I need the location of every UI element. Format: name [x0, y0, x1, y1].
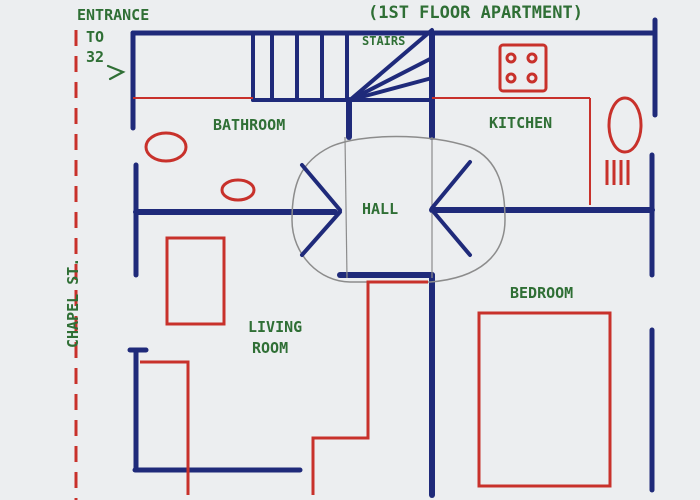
- header-label: (1ST FLOOR APARTMENT): [368, 3, 583, 23]
- bathtub-sink: [144, 131, 188, 163]
- bathroom-label: BATHROOM: [213, 116, 285, 134]
- hall-arrow-left-bottom: [300, 210, 342, 257]
- hall-pencil-line-left: [344, 136, 348, 279]
- street-label: CHAPEL ST.: [64, 258, 82, 348]
- burner-4: [526, 72, 538, 84]
- hall-pencil-circle: [291, 135, 506, 283]
- living-sofa: [311, 280, 428, 495]
- interior-walls: [133, 30, 655, 498]
- hall-label: HALL: [362, 200, 398, 218]
- toilet: [220, 178, 256, 202]
- hall-arrow-right-bottom: [430, 208, 472, 257]
- staircase: [251, 28, 434, 102]
- hall-arrow-right-top: [430, 160, 472, 210]
- kitchen-label: KITCHEN: [489, 114, 552, 132]
- living-label-line-1: LIVING: [248, 318, 302, 336]
- bed: [477, 311, 612, 488]
- burner-1: [505, 52, 517, 64]
- stairs-label: STAIRS: [362, 34, 405, 48]
- living-label-line-2: ROOM: [252, 339, 288, 357]
- kitchen-sink: [607, 96, 643, 154]
- entrance-arrow-icon: [106, 64, 126, 81]
- counter-lines: [133, 97, 591, 205]
- fixtures: [140, 43, 643, 495]
- burner-2: [526, 52, 538, 64]
- living-table: [165, 236, 226, 326]
- outer-walls: [127, 17, 658, 493]
- entrance-label-line-1: ENTRANCE: [77, 6, 149, 24]
- entrance-label-line-2: TO: [86, 28, 104, 46]
- bedroom-label: BEDROOM: [510, 284, 573, 302]
- stair-diagonal-1: [348, 28, 434, 102]
- stair-diagonal-2: [348, 56, 434, 102]
- entrance-label-line-3: 32: [86, 48, 104, 66]
- hall-area: [291, 135, 506, 283]
- hall-door-arrows: [300, 160, 472, 257]
- stair-diagonal-3: [348, 76, 434, 102]
- labels: (1ST FLOOR APARTMENT) ENTRANCE TO 32 CHA…: [64, 3, 583, 357]
- living-shelf: [140, 360, 190, 495]
- stove: [498, 43, 548, 93]
- hall-arrow-left-top: [300, 163, 342, 212]
- burner-3: [505, 72, 517, 84]
